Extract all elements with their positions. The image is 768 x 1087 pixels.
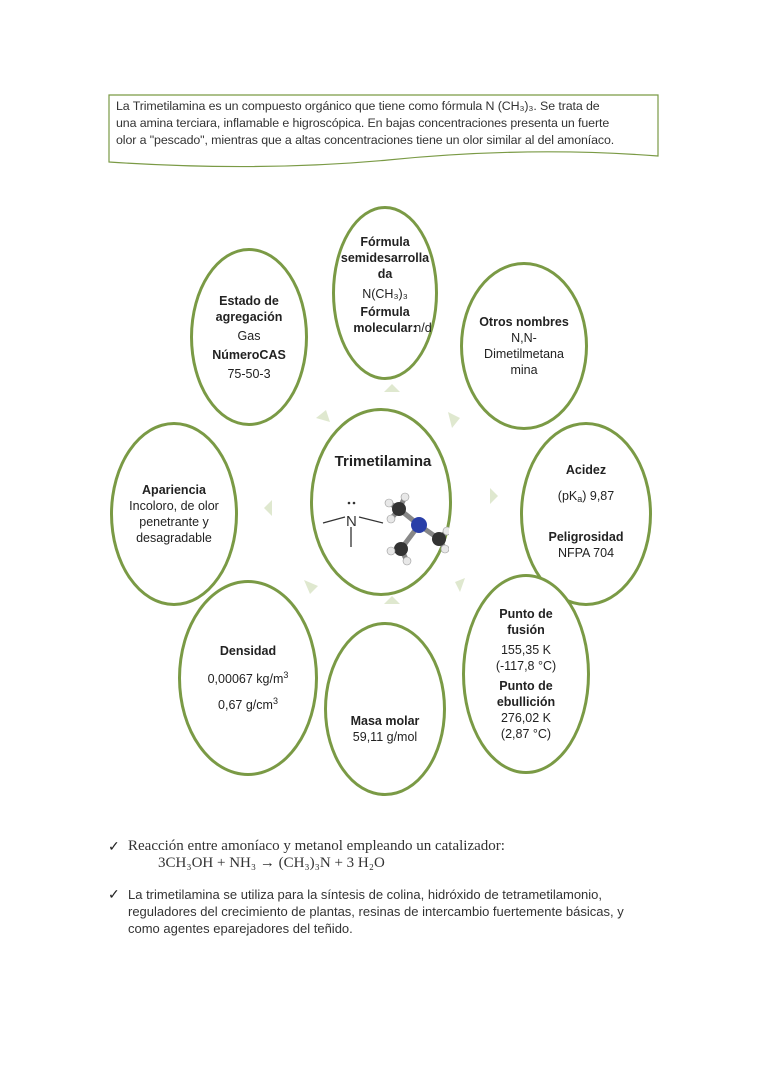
list-item: ✓ Reacción entre amoníaco y metanol empl… xyxy=(108,838,668,872)
fusion-value-2: (-117,8 °C) xyxy=(495,659,557,673)
uses-line-2: reguladores del crecimiento de plantas, … xyxy=(128,904,624,919)
cas-label: NúmeroCAS xyxy=(212,347,286,362)
intro-line-2: una amina terciara, inflamable e higrosc… xyxy=(116,116,610,130)
arrow-icon xyxy=(455,578,465,592)
fusion-label: Punto de fusión xyxy=(499,607,553,637)
intro-line-1: La Trimetilamina es un compuesto orgánic… xyxy=(116,99,600,113)
bubble-estado: Estado de agregación Gas NúmeroCAS 75-50… xyxy=(190,248,308,426)
intro-box: La Trimetilamina es un compuesto orgánic… xyxy=(108,94,659,168)
masa-value: 59,11 g/mol xyxy=(352,730,418,744)
ebullicion-value-2: (2,87 °C) xyxy=(500,727,552,741)
bubble-acidez: Acidez (pKa) 9,87 Peligrosidad NFPA 704 xyxy=(520,422,652,606)
check-icon: ✓ xyxy=(108,838,120,854)
reaction-text: Reacción entre amoníaco y metanol emplea… xyxy=(128,838,505,854)
arrow-icon xyxy=(384,596,400,604)
list-item: ✓ La trimetilamina se utiliza para la sí… xyxy=(108,886,668,937)
formula-mol-label: Fórmula molecular: xyxy=(353,305,417,335)
bubble-masa: Masa molar 59,11 g/mol xyxy=(324,622,446,796)
acidez-value: (pKa) 9,87 xyxy=(557,488,615,504)
uses-line-1: La trimetilamina se utiliza para la sínt… xyxy=(128,887,603,902)
formula-mol-value: n/d xyxy=(414,321,432,335)
bubble-apariencia: Apariencia Incoloro, de olor penetrante … xyxy=(110,422,238,606)
arrow-icon xyxy=(384,384,400,392)
fusion-value-1: 155,35 K xyxy=(500,643,552,657)
otros-label: Otros nombres xyxy=(479,315,569,329)
arrow-icon xyxy=(264,500,272,516)
nitrogen-label: N xyxy=(346,513,357,530)
estado-value: Gas xyxy=(237,328,261,343)
intro-text: La Trimetilamina es un compuesto orgánic… xyxy=(108,94,658,149)
peligrosidad-value: NFPA 704 xyxy=(557,545,615,560)
bubble-puntos: Punto de fusión 155,35 K (-117,8 °C) Pun… xyxy=(462,574,590,774)
uses-line-3: como agentes eparejadores del teñido. xyxy=(128,921,353,936)
cas-value: 75-50-3 xyxy=(227,366,271,381)
densidad-value-2: 0,67 g/cm3 xyxy=(218,696,278,712)
arrow-icon xyxy=(316,410,330,422)
bubble-formula: Fórmula semidesarrolla da N(CH₃)₃ Fórmul… xyxy=(332,206,438,380)
apariencia-label: Apariencia xyxy=(142,483,206,497)
bullet-list: ✓ Reacción entre amoníaco y metanol empl… xyxy=(108,838,668,947)
intro-frame xyxy=(108,94,659,168)
densidad-value-1: 0,00067 kg/m3 xyxy=(207,670,289,686)
molecule-icon: N xyxy=(322,492,449,566)
masa-label: Masa molar xyxy=(350,714,420,728)
center-title: Trimetilamina xyxy=(334,453,432,470)
arrow-icon xyxy=(304,580,318,594)
peligrosidad-label: Peligrosidad xyxy=(548,529,624,544)
apariencia-value: Incoloro, de olor penetrante y desagrada… xyxy=(129,499,219,545)
estado-label: Estado de agregación xyxy=(215,293,283,324)
arrow-icon xyxy=(448,412,460,428)
formula-semi-label: Fórmula semidesarrolla da xyxy=(340,235,430,281)
formula-semi-value: N(CH₃)₃ xyxy=(362,287,408,301)
reaction-equation: 3CH₃OH + NH₃ → (CH₃)₃N + 3 H₂O xyxy=(158,855,385,871)
ebullicion-value-1: 276,02 K xyxy=(500,711,552,725)
center-bubble: Trimetilamina N xyxy=(310,408,452,596)
acidez-label: Acidez xyxy=(565,462,607,477)
bubble-otros: Otros nombres N,N-Dimetilmetana mina xyxy=(460,262,588,430)
bubble-densidad: Densidad 0,00067 kg/m3 0,67 g/cm3 xyxy=(178,580,318,776)
ebullicion-label: Punto de ebullición xyxy=(496,679,556,709)
otros-value: N,N-Dimetilmetana mina xyxy=(484,331,564,377)
arrow-icon xyxy=(490,488,498,504)
intro-line-3: olor a "pescado", mientras que a altas c… xyxy=(116,133,615,147)
check-icon: ✓ xyxy=(108,886,120,902)
densidad-label: Densidad xyxy=(219,644,277,658)
